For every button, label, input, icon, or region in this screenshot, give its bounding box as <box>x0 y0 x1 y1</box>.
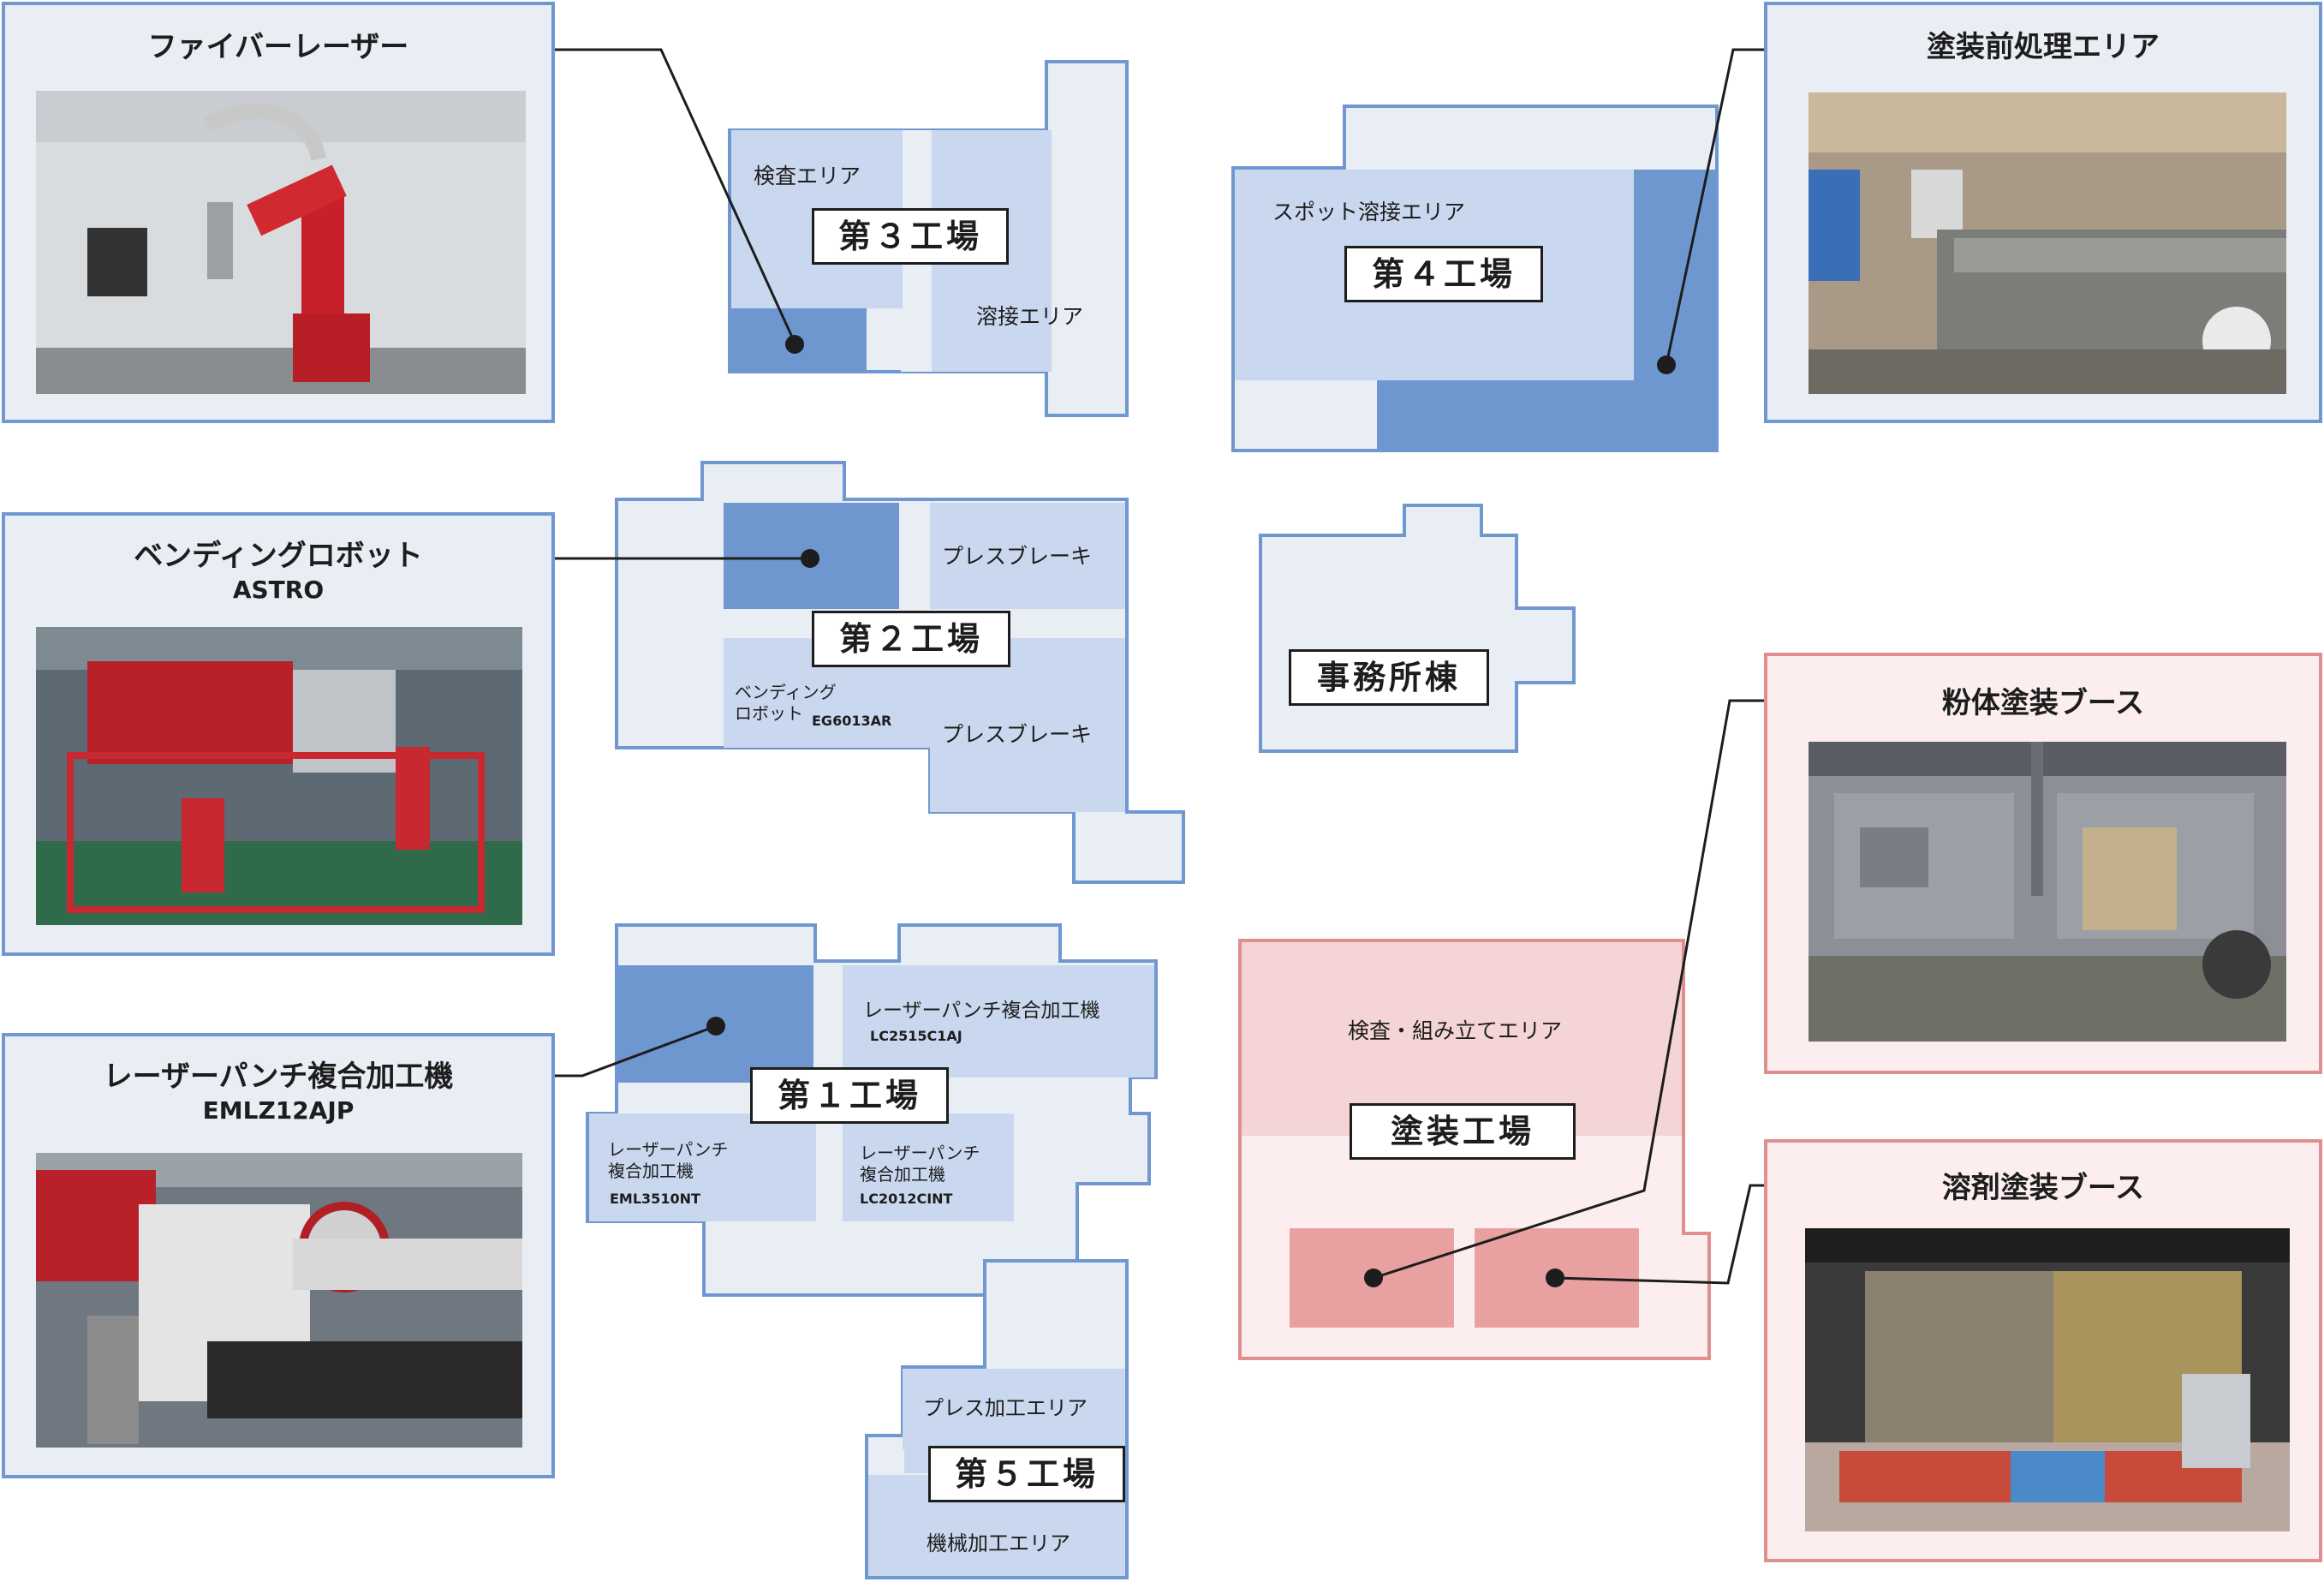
area-machining: 機械加工エリア <box>927 1531 1070 1555</box>
area-press-brake-1: プレスブレーキ <box>942 544 1093 569</box>
card-subtitle: EMLZ12AJP <box>202 1096 355 1125</box>
card-title: ベンディングロボット ASTRO <box>5 539 551 605</box>
area-lc2012-model: LC2012CINT <box>860 1191 953 1207</box>
area-bending-robot-model: EG6013AR <box>812 713 892 729</box>
area-press: プレス加工エリア <box>923 1396 1088 1420</box>
dot-powder-booth <box>1364 1269 1383 1287</box>
card-title-text: ベンディングロボット <box>134 539 423 573</box>
pretreatment-area <box>1377 380 1715 449</box>
card-fiber-laser: ファイバーレーザー <box>2 2 555 423</box>
dot-fiber-laser <box>785 335 804 354</box>
laser-punch-photo <box>36 1153 522 1448</box>
area-eml3510: レーザーパンチ 複合加工機 <box>608 1139 729 1181</box>
area-inspect-assembly: 検査・組み立てエリア <box>1348 1018 1563 1043</box>
area-press-brake-2: プレスブレーキ <box>942 722 1093 747</box>
area-spot-welding: スポット溶接エリア <box>1272 200 1466 224</box>
area-welding: 溶接エリア <box>976 304 1084 329</box>
card-bending-robot: ベンディングロボット ASTRO <box>2 512 555 956</box>
bending-robot-photo <box>36 627 522 925</box>
card-title: ファイバーレーザー <box>147 30 409 64</box>
powder-booth-photo <box>1809 742 2286 1042</box>
factory-1-label: 第１工場 <box>750 1067 949 1124</box>
card-powder-booth: 粉体塗装ブース <box>1764 653 2322 1074</box>
factory-3-label: 第３工場 <box>812 208 1009 265</box>
area-bending-robot: ベンディング ロボット <box>735 682 837 724</box>
area-inspection: 検査エリア <box>754 164 861 188</box>
card-title-text: レーザーパンチ複合加工機 <box>103 1060 454 1094</box>
pretreatment-photo <box>1809 93 2286 394</box>
card-title: 粉体塗装ブース <box>1941 686 2145 720</box>
office-building <box>1259 504 1576 753</box>
dot-solvent-booth <box>1546 1269 1564 1287</box>
dot-laser-punch <box>706 1017 725 1036</box>
card-title: 塗装前処理エリア <box>1927 30 2160 64</box>
area-lc2515: レーザーパンチ複合加工機 <box>863 1000 1100 1022</box>
card-title: 溶剤塗装ブース <box>1941 1171 2145 1205</box>
dot-pretreatment <box>1657 355 1676 374</box>
factory-2-label: 第２工場 <box>812 611 1010 667</box>
area-eml3510-model: EML3510NT <box>610 1191 700 1207</box>
location-dots <box>706 335 1676 1287</box>
office-label: 事務所棟 <box>1289 649 1489 706</box>
card-laser-punch: レーザーパンチ複合加工機 EMLZ12AJP <box>2 1033 555 1478</box>
area-lc2515-model: LC2515C1AJ <box>870 1028 962 1044</box>
factory-5-label: 第５工場 <box>928 1446 1125 1502</box>
solvent-booth-photo <box>1805 1228 2290 1531</box>
card-solvent-booth: 溶剤塗装ブース <box>1764 1139 2322 1562</box>
card-title: レーザーパンチ複合加工機 EMLZ12AJP <box>5 1060 551 1125</box>
paint-factory-label: 塗装工場 <box>1350 1103 1576 1160</box>
dot-bending-robot <box>801 549 819 568</box>
factory-2-building <box>615 461 1185 884</box>
factory-4-label: 第４工場 <box>1344 246 1543 302</box>
area-lc2012: レーザーパンチ 複合加工機 <box>860 1143 980 1185</box>
card-subtitle: ASTRO <box>232 576 325 605</box>
card-pretreatment: 塗装前処理エリア <box>1764 2 2322 423</box>
fiber-laser-photo <box>36 91 526 394</box>
